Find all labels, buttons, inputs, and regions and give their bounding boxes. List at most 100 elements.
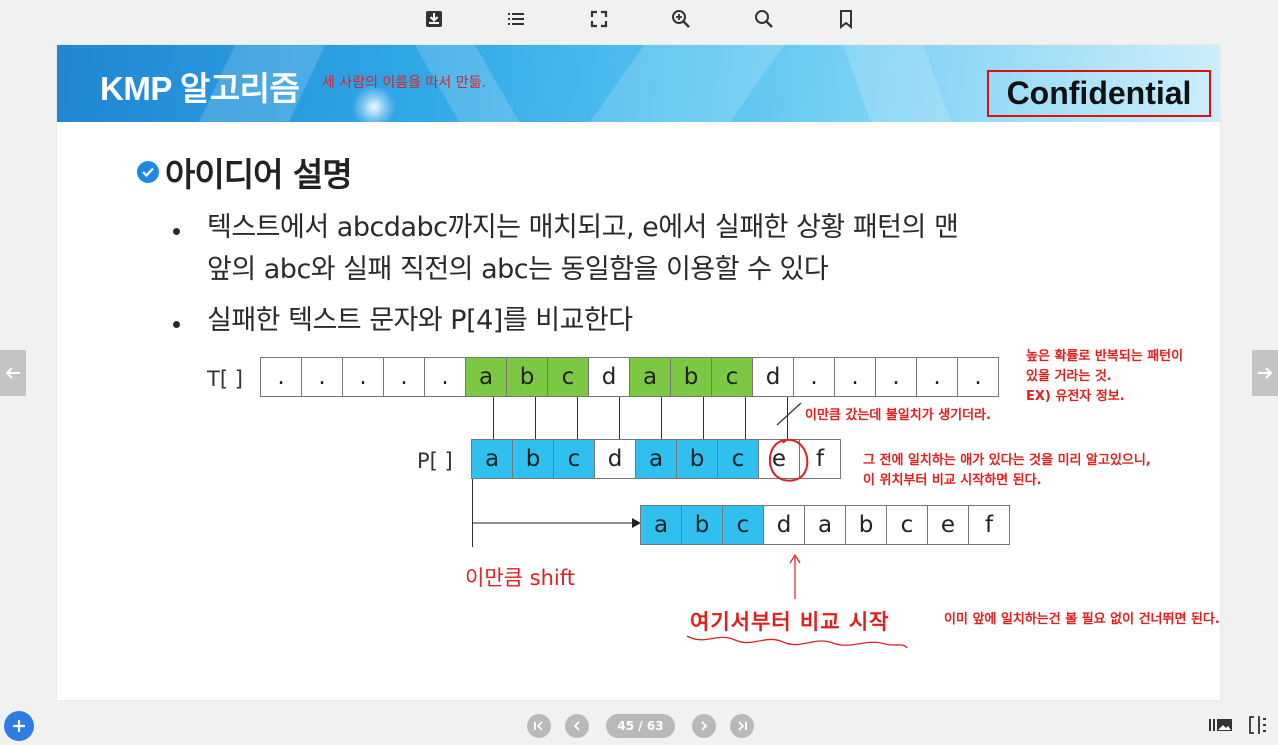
annotation-repeat-2: 있을 거라는 것. (1026, 369, 1112, 384)
thumbnails-icon[interactable] (1208, 716, 1234, 738)
skip-last-icon (738, 721, 747, 731)
text-cell: . (875, 357, 917, 397)
text-cell-matched: c (711, 357, 753, 397)
connector-line (577, 397, 578, 439)
text-cell-matched: c (547, 357, 589, 397)
download-icon[interactable] (421, 6, 447, 32)
pattern-cell: b (512, 439, 554, 479)
connector-line (745, 397, 746, 439)
check-circle-icon (137, 161, 159, 183)
skip-first-icon (534, 721, 543, 731)
bullet-2-line-1: 실패한 텍스트 문자와 P[4]를 비교한다 (207, 305, 633, 336)
list-icon[interactable] (503, 6, 529, 32)
text-cell: d (752, 357, 794, 397)
bullet-1-line-1: 텍스트에서 abcdabc까지는 매치되고, e에서 실패한 상황 패턴의 맨 (207, 212, 959, 243)
text-cell: . (957, 357, 999, 397)
text-array-row: . . . . . a b c d a b c d . . . . . (260, 357, 999, 397)
shifted-pattern-cell: b (681, 505, 723, 545)
next-page-button[interactable] (692, 714, 716, 738)
fullscreen-icon[interactable] (586, 6, 612, 32)
first-page-button[interactable] (527, 714, 551, 738)
start-up-arrow (789, 553, 801, 599)
chevron-left-icon (573, 721, 580, 731)
annotation-repeat-1: 높은 확률로 반복되는 패턴이 (1026, 349, 1184, 364)
shifted-pattern-cell: a (640, 505, 682, 545)
shifted-pattern-cell: a (804, 505, 846, 545)
plus-icon (13, 720, 25, 732)
shift-label: 이만큼 shift (465, 566, 575, 590)
pattern-cell: a (635, 439, 677, 479)
shifted-pattern-row: a b c d a b c e f (640, 505, 1010, 545)
add-button[interactable] (4, 711, 34, 741)
slide-banner: KMP 알고리즘 세 사람의 이름을 따서 만듦. Confidential (57, 45, 1220, 122)
compare-start-label: 여기서부터 비교 시작 (690, 610, 890, 634)
slide-title: KMP 알고리즘 (100, 70, 300, 107)
connector-line (619, 397, 620, 439)
text-cell: d (588, 357, 630, 397)
split-view-icon[interactable] (1248, 715, 1272, 739)
text-cell-matched: b (506, 357, 548, 397)
text-array-label: T[ ] (207, 367, 243, 391)
bullet-1-line-2: 앞의 abc와 실패 직전의 abc는 동일함을 이용할 수 있다 (207, 254, 829, 285)
pattern-cell: a (471, 439, 513, 479)
pattern-cell-mismatch: e (758, 439, 800, 479)
connector-line (703, 397, 704, 439)
shifted-pattern-cell: d (763, 505, 805, 545)
text-cell: . (793, 357, 835, 397)
pattern-cell: c (717, 439, 759, 479)
prev-page-button[interactable] (565, 714, 589, 738)
prev-page-arrow[interactable] (0, 350, 26, 396)
bookmark-icon[interactable] (833, 6, 859, 32)
connector-line (535, 397, 536, 439)
connector-line (493, 397, 494, 439)
arrow-left-icon (5, 367, 20, 379)
text-cell: . (342, 357, 384, 397)
shifted-pattern-cell: e (927, 505, 969, 545)
last-page-button[interactable] (730, 714, 754, 738)
section-heading: 아이디어 설명 (137, 148, 353, 196)
text-cell-matched: b (670, 357, 712, 397)
pattern-array-label: P[ ] (417, 449, 453, 473)
viewer-toolbar (0, 0, 1278, 40)
text-cell-matched: a (465, 357, 507, 397)
annotation-known-1: 그 전에 일치하는 애가 있다는 것을 미리 알고있으니, (863, 453, 1151, 468)
annotation-repeat-3: EX) 유전자 정보. (1026, 389, 1125, 404)
annotation-skip: 이미 앞에 일치하는건 볼 필요 없이 건너뛰면 된다. (944, 612, 1220, 627)
search-icon[interactable] (751, 6, 777, 32)
annotation-mismatch: 이만큼 갔는데 불일치가 생기더라. (805, 408, 991, 423)
text-cell: . (916, 357, 958, 397)
arrow-right-icon (1258, 367, 1273, 379)
shift-origin-line (472, 479, 473, 547)
mismatch-circle-marker (768, 438, 809, 482)
text-cell: . (424, 357, 466, 397)
annotation-known-2: 이 위치부터 비교 시작하면 된다. (863, 473, 1042, 488)
next-page-arrow[interactable] (1252, 350, 1278, 396)
connector-line (661, 397, 662, 439)
shifted-pattern-cell: b (845, 505, 887, 545)
page-indicator: 45 / 63 (606, 714, 675, 738)
bullet-dot (173, 321, 180, 328)
zoom-in-icon[interactable] (668, 6, 694, 32)
text-cell-matched: a (629, 357, 671, 397)
text-cell: . (301, 357, 343, 397)
wavy-underline (686, 635, 908, 649)
text-cell: . (834, 357, 876, 397)
shifted-pattern-cell: c (886, 505, 928, 545)
shifted-pattern-cell: f (968, 505, 1010, 545)
mismatch-pointer-line (776, 402, 802, 426)
pattern-cell: d (594, 439, 636, 479)
text-cell: . (260, 357, 302, 397)
pattern-cell: c (553, 439, 595, 479)
pattern-cell: f (799, 439, 841, 479)
pattern-cell: b (676, 439, 718, 479)
pattern-array-row: a b c d a b c e f (471, 439, 841, 479)
bullet-dot (173, 228, 180, 235)
shift-arrow (472, 518, 641, 528)
title-annotation: 세 사람의 이름을 따서 만듦. (322, 75, 486, 91)
shifted-pattern-cell: c (722, 505, 764, 545)
chevron-right-icon (701, 721, 708, 731)
slide-page: KMP 알고리즘 세 사람의 이름을 따서 만듦. Confidential 아… (57, 45, 1220, 700)
connector-line (787, 397, 788, 439)
confidential-label: Confidential (987, 70, 1211, 117)
text-cell: . (383, 357, 425, 397)
